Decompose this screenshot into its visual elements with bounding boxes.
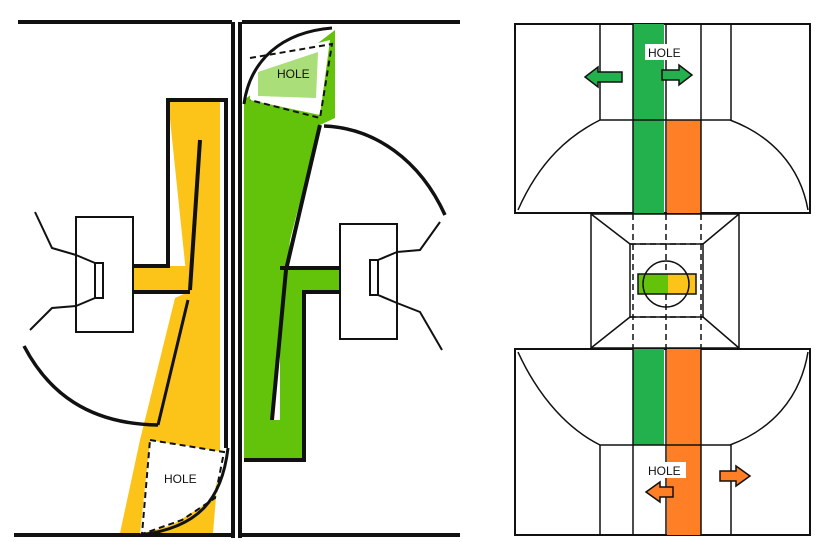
right-middle-magnet-outline: [637, 273, 697, 295]
arrow-left-icon: [583, 65, 623, 89]
left-hole-region: [140, 440, 225, 534]
right-middle-magnet-yellow: [668, 274, 696, 294]
right-bottom-panel: HOLE: [514, 348, 811, 536]
middle-driver-wire-top: [396, 221, 441, 253]
arrow-left-orange-icon: [644, 480, 674, 504]
right-top-panel: HOLE: [514, 23, 811, 214]
middle-cabinet-curve: [323, 124, 447, 216]
green-column-bottom: [633, 349, 664, 445]
middle-driver-magnet: [369, 259, 379, 296]
yellow-channel-arm: [132, 266, 192, 292]
right-top-hole-label: HOLE: [648, 46, 681, 60]
right-middle-corner-tl: [590, 213, 631, 245]
right-top-hole-box: [645, 44, 685, 60]
yellow-channel-outline: [132, 98, 228, 448]
left-cabinet-curve: [22, 345, 159, 427]
green-channel-arm: [280, 268, 340, 460]
right-middle-panel: [590, 213, 740, 349]
left-panel: HOLE: [14, 20, 235, 538]
right-middle-corner-br: [702, 316, 740, 349]
left-driver-magnet: [94, 262, 104, 299]
middle-driver-box: [339, 223, 398, 340]
top-hole-dashed-outline: [249, 42, 334, 120]
yellow-channel-inner-line: [188, 139, 202, 291]
middle-driver-wire-bottom: [396, 302, 443, 351]
left-hole-outer-curve: [139, 447, 230, 537]
left-driver-wire-bottom: [29, 305, 77, 331]
green-channel: [244, 30, 335, 460]
left-cabinet-diagonal: [156, 299, 190, 426]
left-driver-wire-top: [34, 211, 77, 256]
left-driver-cone: [75, 254, 96, 307]
left-hole-label: HOLE: [164, 472, 197, 486]
right-bottom-cabinet-curve: [517, 351, 809, 446]
right-middle-magnet-green: [638, 274, 668, 294]
top-hole-green-patch: [258, 52, 318, 98]
orange-column-bottom: [667, 349, 701, 535]
middle-hole-label: HOLE: [277, 67, 310, 81]
right-middle-corner-tr: [702, 213, 740, 245]
top-hole-outer-curve: [242, 26, 333, 105]
left-driver-box: [75, 216, 134, 333]
right-middle-driver-circle: [642, 260, 690, 308]
green-channel-inner-line: [270, 269, 288, 421]
green-channel-inner-diagonal: [284, 124, 322, 271]
arrow-right-orange-icon: [719, 464, 752, 488]
middle-driver-cone: [377, 251, 398, 304]
middle-panel: HOLE: [238, 20, 460, 538]
arrow-right-icon: [661, 63, 694, 87]
right-bottom-hole-box: [646, 462, 686, 478]
right-middle-corner-bl: [590, 316, 631, 349]
green-channel-outline: [244, 290, 340, 462]
right-bottom-hole-label: HOLE: [648, 464, 681, 478]
left-hole-dashed-outline: [140, 438, 226, 536]
orange-column-top: [667, 120, 701, 213]
right-top-cabinet-curve: [517, 119, 809, 211]
